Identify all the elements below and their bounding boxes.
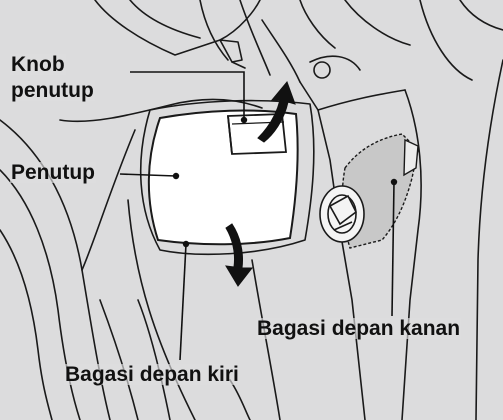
- center-pillar-outline: [300, 82, 365, 420]
- knob-label-line2: penutup: [10, 80, 95, 101]
- right-trunk-label: Bagasi depan kanan: [256, 318, 461, 339]
- right-trunk-latch: [320, 186, 364, 242]
- handlebar-outline: [95, 0, 260, 55]
- left-trunk-leader-line: [180, 244, 186, 360]
- steering-column-outline: [262, 20, 300, 82]
- headlight-bolt-outline: [314, 62, 330, 78]
- cover-label: Penutup: [10, 162, 96, 183]
- left-trunk-label: Bagasi depan kiri: [64, 364, 240, 385]
- knob-label-line1: Knob: [10, 54, 66, 75]
